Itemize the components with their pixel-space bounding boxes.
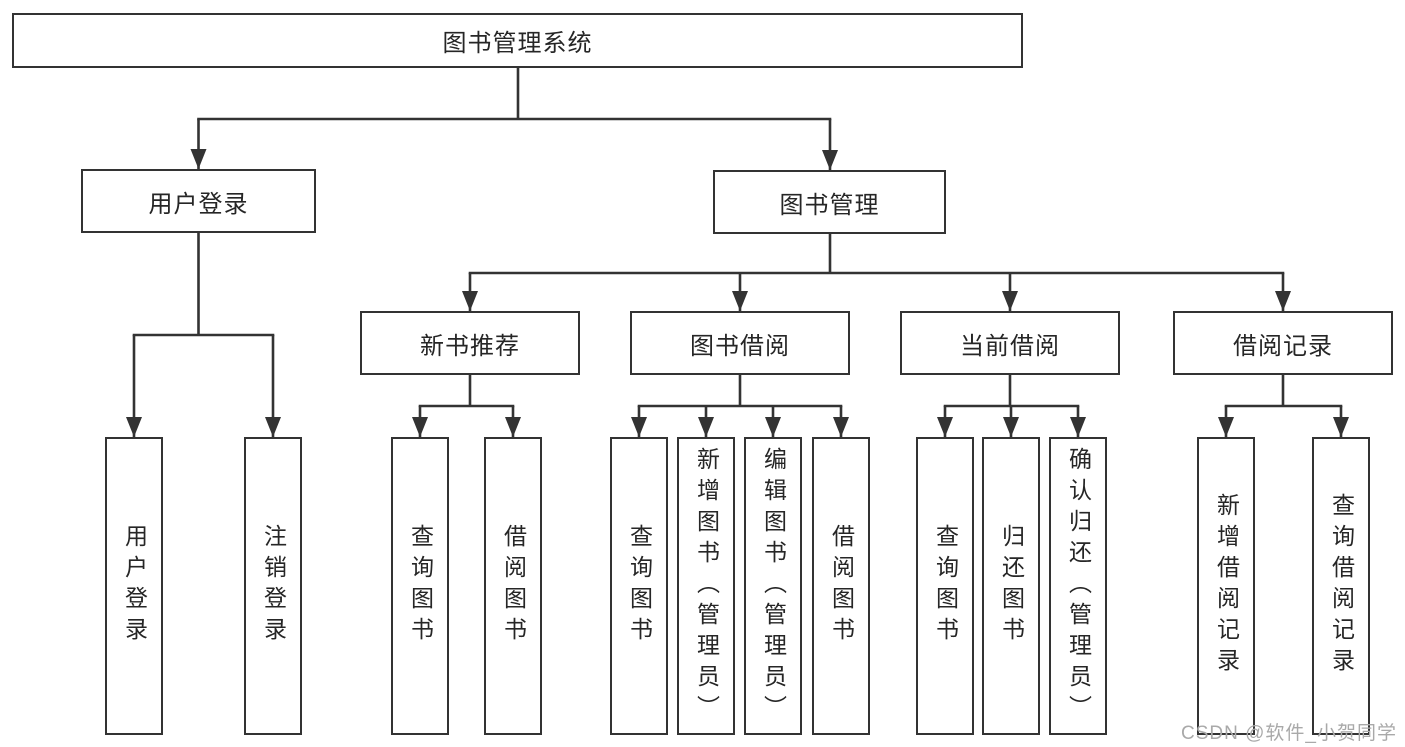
node-label: 借阅图书 [500, 524, 527, 648]
node-label: 查询图书 [932, 524, 959, 648]
node-book-management: 图书管理 [713, 170, 946, 234]
edge-borrowrecord-trunk [1224, 375, 1343, 408]
node-book-borrow: 图书借阅 [630, 311, 850, 375]
node-new-book-recommend: 新书推荐 [360, 311, 580, 375]
node-current-borrow: 当前借阅 [900, 311, 1120, 375]
node-borrow-record: 借阅记录 [1173, 311, 1393, 375]
node-label: 图书管理 [779, 191, 880, 219]
node-label: 图书借阅 [690, 332, 790, 360]
node-label: 新增图书（管理员） [693, 446, 720, 726]
node-label: 借阅记录 [1233, 332, 1333, 360]
node-root-library-system: 图书管理系统 [12, 13, 1023, 68]
leaf-nbr-query-books: 查询图书 [391, 437, 449, 735]
edge-root-trunk [197, 68, 832, 121]
leaf-br-add-record: 新增借阅记录 [1197, 437, 1255, 735]
leaf-cb-return-books: 归还图书 [982, 437, 1040, 735]
node-label: 新增借阅记录 [1213, 493, 1240, 679]
node-label: 编辑图书（管理员） [760, 446, 787, 726]
csdn-watermark: CSDN @软件_小贺同学 [1181, 723, 1397, 744]
leaf-cb-confirm-return-admin: 确认归还（管理员） [1049, 437, 1107, 735]
node-label: 借阅图书 [828, 524, 855, 648]
node-label: 用户登录 [121, 524, 148, 648]
node-label: 查询图书 [626, 524, 653, 648]
node-label: 图书管理系统 [442, 30, 593, 57]
node-label: 用户登录 [148, 190, 249, 218]
node-label: 查询借阅记录 [1328, 493, 1355, 679]
leaf-bb-add-books-admin: 新增图书（管理员） [677, 437, 735, 735]
leaf-br-query-record: 查询借阅记录 [1312, 437, 1370, 735]
leaf-nbr-borrow-books: 借阅图书 [484, 437, 542, 735]
leaf-bb-query-books: 查询图书 [610, 437, 668, 735]
leaf-cb-query-books: 查询图书 [916, 437, 974, 735]
node-label: 查询图书 [407, 524, 434, 648]
leaf-bb-borrow-books: 借阅图书 [812, 437, 870, 735]
leaf-bb-edit-books-admin: 编辑图书（管理员） [744, 437, 802, 735]
node-user-login: 用户登录 [81, 169, 316, 233]
edge-bookmgmt-trunk [468, 234, 1285, 275]
node-label: 新书推荐 [420, 332, 520, 360]
node-label: 归还图书 [998, 524, 1025, 648]
leaf-logout: 注销登录 [244, 437, 302, 735]
edge-userlogin-trunk [132, 233, 275, 337]
node-label: 确认归还（管理员） [1065, 446, 1092, 726]
edge-currentborrow-trunk [943, 375, 1080, 408]
node-label: 当前借阅 [960, 332, 1060, 360]
leaf-user-login: 用户登录 [105, 437, 163, 735]
node-label: 注销登录 [260, 524, 287, 648]
edge-bookborrow-trunk [637, 375, 843, 408]
edge-newbookrec-trunk [418, 375, 515, 408]
